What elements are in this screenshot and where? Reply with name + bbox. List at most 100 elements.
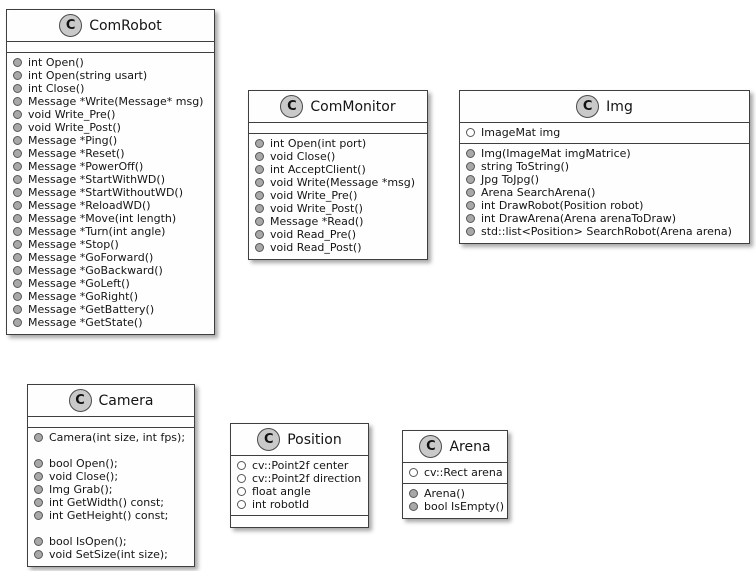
method-row: Message *GoRight() — [13, 290, 208, 303]
method-visibility-icon — [466, 188, 475, 197]
field-row: cv::Point2f direction — [237, 472, 362, 485]
method-row: void Write(Message *msg) — [255, 176, 421, 189]
class-box-comrobot: C ComRobot int Open()int Open(string usa… — [6, 9, 215, 335]
method-visibility-icon — [34, 498, 43, 507]
method-row: int DrawArena(Arena arenaToDraw) — [466, 212, 743, 225]
member-label: void Read_Post() — [270, 241, 362, 254]
method-visibility-icon — [13, 188, 22, 197]
method-row: Message *GetState() — [13, 316, 208, 329]
circled-c-class-icon: C — [576, 95, 600, 118]
class-header: C Img — [460, 91, 749, 123]
method-visibility-icon — [34, 433, 43, 442]
member-label: Message *Read() — [270, 215, 364, 228]
method-row: Message *Read() — [255, 215, 421, 228]
method-visibility-icon — [13, 266, 22, 275]
member-label: Message *StartWithWD() — [28, 173, 165, 186]
member-label: int GetHeight() const; — [49, 509, 169, 522]
method-visibility-icon — [13, 214, 22, 223]
member-label: Arena() — [424, 487, 465, 500]
circled-c-class-icon: C — [257, 428, 281, 451]
member-label: int AcceptClient() — [270, 163, 366, 176]
fields-compartment: ImageMat img — [460, 123, 749, 144]
methods-compartment: Camera(int size, int fps);bool Open();vo… — [28, 428, 194, 566]
method-row — [34, 522, 188, 535]
method-row: Arena() — [409, 487, 501, 500]
method-row: Message *PowerOff() — [13, 160, 208, 173]
method-visibility-icon — [13, 110, 22, 119]
method-row: int Close() — [13, 82, 208, 95]
method-visibility-icon — [466, 175, 475, 184]
field-row: ImageMat img — [466, 126, 743, 139]
member-label: void Read_Pre() — [270, 228, 356, 241]
method-row: Message *Write(Message* msg) — [13, 95, 208, 108]
member-label: int DrawRobot(Position robot) — [481, 199, 644, 212]
member-label: cv::Point2f center — [252, 459, 349, 472]
method-visibility-icon — [13, 123, 22, 132]
class-header: C Position — [231, 424, 368, 456]
method-row: Message *Stop() — [13, 238, 208, 251]
method-row: Message *StartWithoutWD() — [13, 186, 208, 199]
fields-compartment — [7, 42, 214, 53]
class-title: ComRobot — [89, 17, 162, 34]
member-label: int Close() — [28, 82, 85, 95]
member-label: string ToString() — [481, 160, 570, 173]
method-row: string ToString() — [466, 160, 743, 173]
method-visibility-icon — [466, 201, 475, 210]
method-row: Img(ImageMat imgMatrice) — [466, 147, 743, 160]
circled-c-class-icon: C — [419, 435, 443, 458]
field-visibility-icon — [409, 468, 418, 477]
member-label: int Open() — [28, 56, 84, 69]
class-title: ComMonitor — [310, 98, 396, 115]
member-label: Message *Reset() — [28, 147, 125, 160]
field-visibility-icon — [237, 487, 246, 496]
member-label: int DrawArena(Arena arenaToDraw) — [481, 212, 677, 225]
member-label: void Write_Post() — [28, 121, 121, 134]
member-label: Message *Move(int length) — [28, 212, 177, 225]
method-visibility-icon — [13, 97, 22, 106]
method-visibility-icon — [255, 152, 264, 161]
method-row: Camera(int size, int fps); — [34, 431, 188, 444]
method-visibility-icon — [255, 191, 264, 200]
method-visibility-icon — [13, 240, 22, 249]
method-visibility-icon — [255, 165, 264, 174]
method-row: Message *StartWithWD() — [13, 173, 208, 186]
member-label: Message *PowerOff() — [28, 160, 144, 173]
member-label: Camera(int size, int fps); — [49, 431, 186, 444]
method-row: void Read_Post() — [255, 241, 421, 254]
method-visibility-icon — [13, 292, 22, 301]
method-visibility-icon — [34, 550, 43, 559]
member-label: Message *GoForward() — [28, 251, 154, 264]
methods-compartment: Arena()bool IsEmpty() — [403, 484, 507, 518]
method-row: int Open(string usart) — [13, 69, 208, 82]
member-label: int Open(int port) — [270, 137, 367, 150]
member-label: Message *Ping() — [28, 134, 118, 147]
member-label: Message *GoBackward() — [28, 264, 163, 277]
member-label: Message *Stop() — [28, 238, 119, 251]
member-label: int Open(string usart) — [28, 69, 148, 82]
method-row: void SetSize(int size); — [34, 548, 188, 561]
method-visibility-icon — [466, 214, 475, 223]
method-row: Message *Ping() — [13, 134, 208, 147]
member-label: Message *GetBattery() — [28, 303, 155, 316]
method-visibility-icon — [466, 162, 475, 171]
member-label: void Write_Post() — [270, 202, 363, 215]
methods-compartment — [231, 516, 368, 527]
method-row: void Write_Pre() — [13, 108, 208, 121]
method-row: Message *GoLeft() — [13, 277, 208, 290]
method-visibility-icon — [466, 227, 475, 236]
method-visibility-icon — [13, 136, 22, 145]
method-row: Message *Move(int length) — [13, 212, 208, 225]
method-row: Arena SearchArena() — [466, 186, 743, 199]
method-visibility-icon — [13, 201, 22, 210]
class-header: C ComMonitor — [249, 91, 427, 123]
field-visibility-icon — [237, 500, 246, 509]
method-visibility-icon — [13, 58, 22, 67]
member-label: Img Grab(); — [49, 483, 113, 496]
method-visibility-icon — [255, 178, 264, 187]
method-row: void Write_Post() — [255, 202, 421, 215]
member-label: cv::Rect arena — [424, 466, 503, 479]
member-label: void Close() — [270, 150, 336, 163]
method-visibility-icon — [255, 230, 264, 239]
method-row: int AcceptClient() — [255, 163, 421, 176]
